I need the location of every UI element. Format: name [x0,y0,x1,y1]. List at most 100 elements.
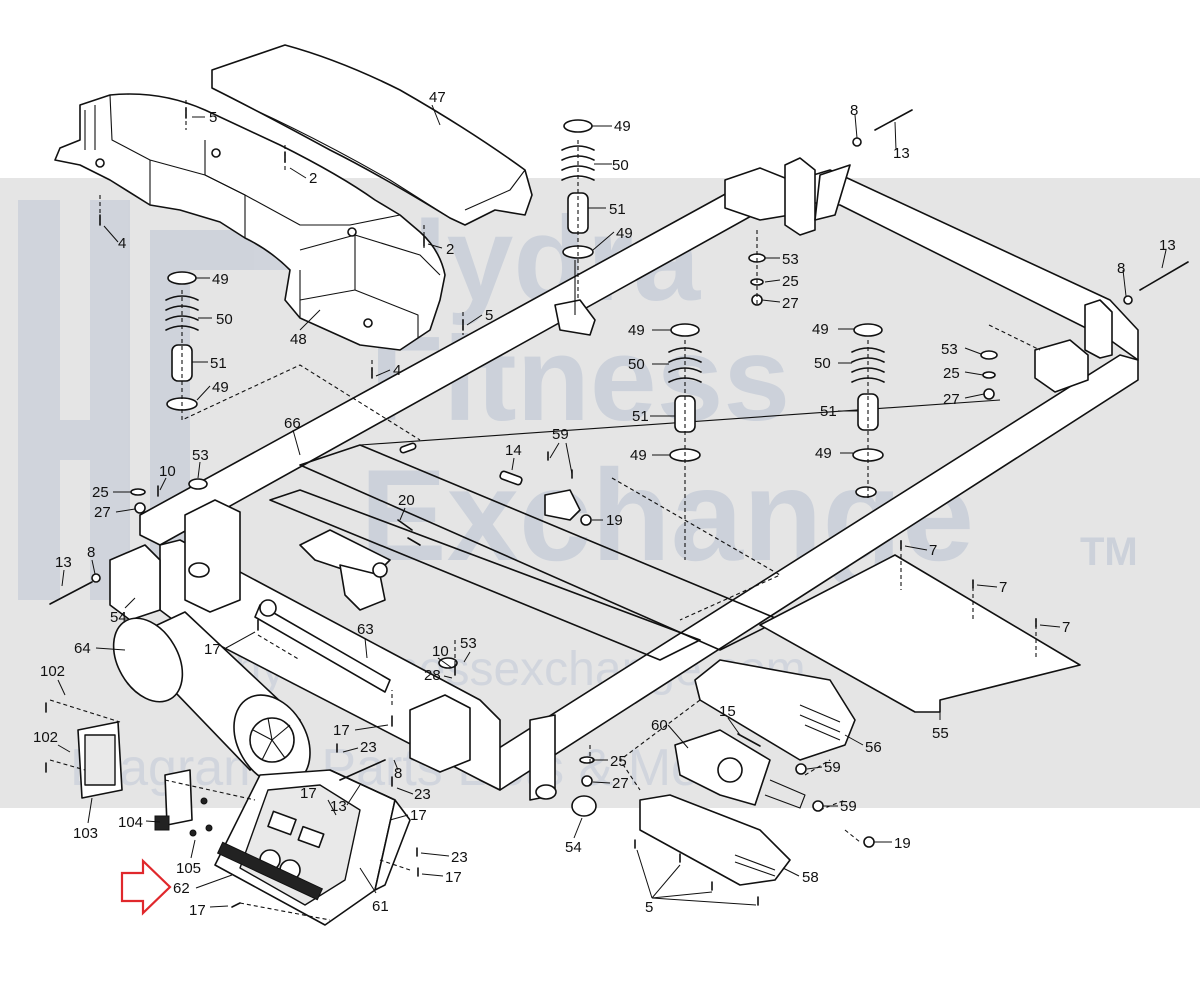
callout-label: 14 [505,442,522,459]
callout-label: 53 [192,447,209,464]
callout-label: 53 [460,635,477,652]
callout-label: 28 [424,667,441,684]
callout-label: 64 [74,640,91,657]
callout-label: 19 [606,512,623,529]
front-roller-64 [112,599,391,786]
callout-label: 17 [204,641,221,658]
callout-label: 51 [632,408,649,425]
callout-label: 13 [330,798,347,815]
fan-icon [249,717,295,763]
callout-label: 2 [309,170,317,187]
callout-label: 2 [446,241,454,258]
callout-label: 49 [628,322,645,339]
callout-label: 53 [941,341,958,358]
callout-label: 25 [782,273,799,290]
callout-label: 19 [894,835,911,852]
callout-label: 23 [414,786,431,803]
callout-label: 49 [630,447,647,464]
callout-label: 49 [212,271,229,288]
callout-label: 10 [159,463,176,480]
foot-rail-56 [694,659,856,761]
callout-label: 102 [40,663,65,680]
callout-label: 5 [209,109,217,126]
callout-label: 17 [189,902,206,919]
callout-label: 25 [943,365,960,382]
callout-label: 48 [290,331,307,348]
callout-label: 51 [609,201,626,218]
callout-label: 17 [410,807,427,824]
callout-label: 25 [610,753,627,770]
pivot-bracket-60 [674,729,806,809]
callout-label: 63 [357,621,374,638]
watermark-trademark: TM [1080,530,1138,574]
callout-label: 47 [429,89,446,106]
callout-label: 103 [73,825,98,842]
callout-label: 17 [300,785,317,802]
callout-label: 27 [612,775,629,792]
callout-label: 13 [893,145,910,162]
circuit-board-104 [154,769,193,831]
callout-label: 4 [393,362,401,379]
callout-label: 49 [812,321,829,338]
callout-label: 23 [451,849,468,866]
callout-label: 17 [333,722,350,739]
callout-label: 5 [645,899,653,916]
callout-label: 51 [210,355,227,372]
callout-label: 25 [92,484,109,501]
callout-label: 13 [55,554,72,571]
leader-lines [57,104,1167,908]
callout-label: 59 [552,426,569,443]
callout-label: 50 [216,311,233,328]
callout-label: 50 [628,356,645,373]
callout-label: 7 [929,542,937,559]
callout-label: 13 [1159,237,1176,254]
callout-label: 8 [850,102,858,119]
callout-label: 60 [651,717,668,734]
callout-label: 4 [118,235,126,252]
callout-label: 10 [432,643,449,660]
electronics-bracket-61 [329,769,411,891]
highlight-arrow-icon [120,858,172,916]
callout-label: 105 [176,860,201,877]
callout-label: 104 [118,814,143,831]
callout-label: 61 [372,898,389,915]
callout-label: 53 [782,251,799,268]
spring-stack-left [165,271,199,411]
callout-label: 49 [212,379,229,396]
callout-label: 58 [802,869,819,886]
callout-label: 5 [485,307,493,324]
circuit-board-103 [77,721,123,799]
callout-label: 54 [565,839,582,856]
callout-label: 27 [943,391,960,408]
callout-label: 102 [33,729,58,746]
callout-label: 66 [284,415,301,432]
hood-base-48 [54,93,446,351]
callout-label: 49 [614,118,631,135]
callout-label: 7 [999,579,1007,596]
callout-label: 17 [445,869,462,886]
callout-label: 54 [110,609,127,626]
callout-label: 8 [87,544,95,561]
callout-label: 59 [824,759,841,776]
motor-bracket-63 [299,529,391,611]
callout-label: 20 [398,492,415,509]
callout-label: 62 [173,880,190,897]
callout-label: 49 [616,225,633,242]
callout-label: 7 [1062,619,1070,636]
callout-labels: 47 5 2 4 2 5 48 4 49 50 51 49 49 50 51 4… [33,89,1176,919]
callout-label: 27 [782,295,799,312]
side-cover-58 [639,794,791,886]
callout-label: 55 [932,725,949,742]
callout-label: 49 [815,445,832,462]
callout-label: 50 [612,157,629,174]
callout-label: 51 [820,403,837,420]
deck-pan-55 [759,554,1081,713]
callout-label: 56 [865,739,882,756]
callout-label: 59 [840,798,857,815]
callout-label: 15 [719,703,736,720]
main-frame [109,157,1139,801]
callout-label: 27 [94,504,111,521]
callout-label: 50 [814,355,831,372]
